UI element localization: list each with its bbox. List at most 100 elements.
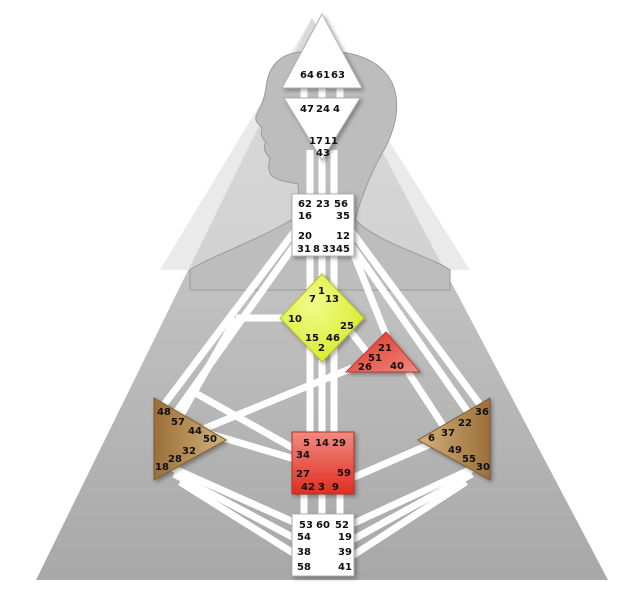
channel-line <box>166 462 300 528</box>
gate-label: 57 <box>171 417 185 428</box>
gate-label: 14 <box>315 438 329 449</box>
gate-label: 33 <box>322 244 336 255</box>
channel-line <box>348 248 392 342</box>
channel-line <box>350 470 474 544</box>
gate-label: 25 <box>340 321 354 332</box>
sacral-center-shape <box>291 431 355 495</box>
gate-label: 50 <box>203 434 217 445</box>
channel-line <box>350 462 480 528</box>
gate-label: 18 <box>155 462 169 473</box>
gate-label: 64 <box>300 70 314 81</box>
solar-plexus-center-shape <box>416 397 491 481</box>
gate-label: 37 <box>441 428 455 439</box>
channel-line <box>349 243 475 421</box>
gate-label: 63 <box>331 70 345 81</box>
gate-label: 9 <box>332 482 339 493</box>
gate-label: 3 <box>318 482 325 493</box>
channel-line <box>350 436 442 482</box>
channel-line <box>405 370 449 432</box>
throat-center <box>291 193 355 257</box>
gate-label: 27 <box>296 469 310 480</box>
gate-label: 60 <box>316 520 330 531</box>
gate-label: 8 <box>313 244 320 255</box>
gate-label: 31 <box>297 244 311 255</box>
gate-label: 16 <box>298 211 312 222</box>
gate-label: 59 <box>337 468 351 479</box>
heart-center <box>344 331 422 373</box>
gate-label: 46 <box>326 333 340 344</box>
gate-label: 56 <box>334 199 348 210</box>
g-center-shape <box>279 273 365 363</box>
gate-label: 12 <box>336 231 350 242</box>
spleen-center-shape <box>153 397 228 481</box>
gate-label: 32 <box>182 446 196 457</box>
gate-label: 36 <box>475 407 489 418</box>
gate-label: 41 <box>338 562 352 573</box>
gate-label: 51 <box>368 353 382 364</box>
gate-label: 35 <box>336 211 350 222</box>
gate-label: 23 <box>316 199 330 210</box>
gate-label: 38 <box>297 547 311 558</box>
gate-label: 11 <box>324 136 338 147</box>
root-center <box>291 513 355 577</box>
gate-label: 61 <box>316 70 330 81</box>
gate-label: 19 <box>338 532 352 543</box>
gate-label: 45 <box>336 244 350 255</box>
spleen-center <box>153 397 228 481</box>
gate-label: 26 <box>358 362 372 373</box>
sacral-center <box>291 431 355 495</box>
gate-label: 24 <box>316 104 330 115</box>
gate-label: 43 <box>316 148 330 159</box>
gate-label: 13 <box>325 294 339 305</box>
gate-label: 22 <box>458 418 472 429</box>
ajna-center <box>283 97 361 161</box>
g-center <box>279 273 365 363</box>
gate-label: 42 <box>301 482 315 493</box>
gate-label: 2 <box>318 343 325 354</box>
channel-line <box>349 229 487 413</box>
gate-label: 28 <box>168 454 182 465</box>
gate-label: 29 <box>332 438 346 449</box>
head-center <box>281 12 363 89</box>
channel-line <box>172 316 240 426</box>
channel-line <box>194 364 354 436</box>
gate-label: 44 <box>188 426 202 437</box>
gate-label: 62 <box>298 199 312 210</box>
gate-label: 48 <box>157 407 171 418</box>
gate-label: 6 <box>428 433 435 444</box>
channel-line <box>350 479 468 559</box>
channels-layer <box>157 86 487 559</box>
gate-label: 4 <box>333 104 340 115</box>
gate-label: 20 <box>298 231 312 242</box>
gate-label: 47 <box>300 104 314 115</box>
gate-label: 7 <box>309 294 316 305</box>
gate-label: 21 <box>378 343 392 354</box>
head-center-shape <box>281 12 363 89</box>
channel-line <box>172 470 300 544</box>
gate-label: 52 <box>335 520 349 531</box>
gate-label: 10 <box>288 314 302 325</box>
gate-label: 17 <box>309 136 323 147</box>
gate-label: 34 <box>296 450 310 461</box>
root-center-shape <box>291 513 355 577</box>
gate-label: 15 <box>305 333 319 344</box>
channel-line <box>157 229 297 413</box>
gate-label: 49 <box>448 445 462 456</box>
gate-label: 55 <box>462 454 476 465</box>
gate-labels: 64 61 63 47 24 4 17 11 43 62 23 56 16 35… <box>155 70 490 573</box>
throat-center-shape <box>291 193 355 257</box>
solar-plexus-center <box>416 397 491 481</box>
ajna-center-shape <box>283 97 361 161</box>
heart-center-shape <box>344 331 422 373</box>
gate-label: 53 <box>299 520 313 531</box>
gate-label: 58 <box>297 562 311 573</box>
gate-label: 54 <box>297 532 311 543</box>
gate-label: 39 <box>338 547 352 558</box>
channel-line <box>178 479 300 559</box>
gate-label: 1 <box>318 286 325 297</box>
gate-label: 40 <box>390 361 404 372</box>
gate-label: 5 <box>303 438 310 449</box>
channel-line <box>188 386 302 456</box>
gate-label: 30 <box>476 462 490 473</box>
